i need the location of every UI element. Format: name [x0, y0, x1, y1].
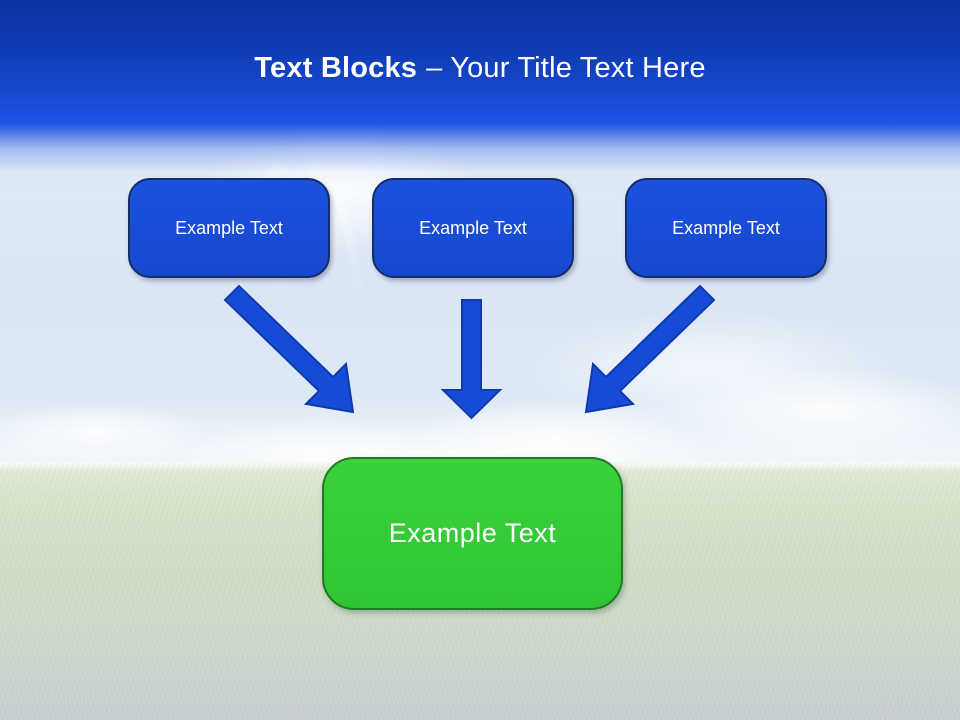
text-block-2-label: Example Text	[419, 217, 527, 238]
text-block-1-label: Example Text	[175, 217, 283, 238]
result-block-label: Example Text	[388, 518, 557, 548]
title-banner: Text Blocks– Your Title Text Here	[0, 0, 960, 200]
arrow-down-right-icon	[223, 284, 355, 414]
arrow-down-left-icon	[584, 284, 716, 414]
slide-title-rest: – Your Title Text Here	[426, 52, 706, 84]
arrow-down-icon	[440, 299, 503, 420]
text-block-2: Example Text	[372, 178, 574, 278]
text-block-3-label: Example Text	[672, 217, 780, 238]
result-block: Example Text	[322, 457, 623, 610]
slide-title-bold: Text Blocks	[254, 52, 418, 84]
text-block-1: Example Text	[128, 178, 330, 278]
text-block-3: Example Text	[625, 178, 827, 278]
slide-title: Text Blocks– Your Title Text Here	[0, 52, 960, 85]
